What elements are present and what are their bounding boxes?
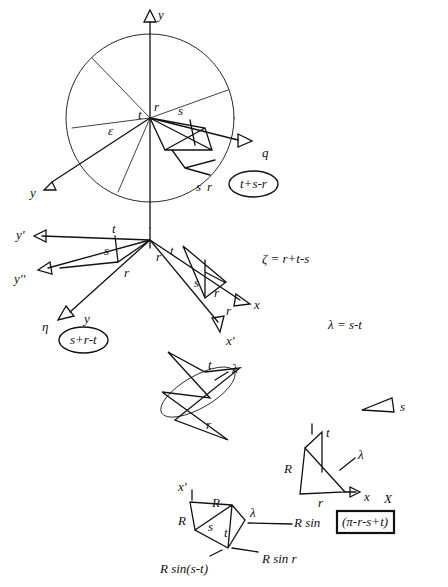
arrowhead — [144, 10, 156, 22]
axis — [150, 240, 218, 322]
scribble-triangle — [162, 352, 240, 440]
arrowhead — [34, 230, 46, 242]
outline-shape — [59, 327, 108, 353]
sketch-label: s — [194, 276, 199, 289]
sketch-label: λ = s-t — [328, 318, 362, 331]
sketch-label: y' — [16, 228, 25, 241]
sketch-label: r — [318, 496, 323, 509]
sketch-label: y — [158, 8, 164, 21]
arrow — [172, 150, 215, 175]
sketch-label: s — [104, 244, 109, 257]
sketch-label: r — [156, 250, 161, 263]
sketch-label: λ — [232, 362, 238, 375]
node-text: s+r-t — [70, 332, 97, 348]
sketch-label: λ — [358, 448, 364, 461]
arrowhead — [238, 134, 252, 147]
sketch-label: R — [284, 462, 292, 475]
axis — [150, 240, 240, 300]
arrow — [311, 424, 312, 434]
node-text: (π-r-s+t) — [342, 514, 389, 530]
sketch-label: t — [112, 222, 116, 235]
ray — [118, 118, 150, 192]
sketch-label: t — [224, 526, 228, 539]
sketch-label: s — [196, 180, 201, 193]
arrowhead — [212, 316, 224, 332]
node-text: t+s-r — [240, 176, 267, 192]
small-triangle — [362, 398, 394, 412]
sketch-label: s — [208, 520, 213, 533]
triangle — [60, 236, 150, 268]
arrowhead — [38, 262, 52, 274]
loop — [154, 357, 243, 427]
sketch-label: t — [138, 108, 142, 121]
ray — [150, 90, 228, 118]
sketch-label: s — [178, 104, 183, 117]
axis — [191, 490, 192, 500]
sketch-label: r — [206, 418, 211, 431]
sketch-label: x' — [178, 480, 187, 493]
triangle — [300, 432, 355, 494]
sketch-label: t — [208, 358, 212, 371]
sketch-label: r — [214, 286, 219, 299]
arrowhead — [350, 487, 360, 497]
sketch-label: R — [178, 514, 186, 527]
sketch-label: x — [364, 490, 370, 503]
outline-shape — [229, 171, 278, 197]
boxed-result: (π-r-s+t) — [336, 510, 395, 534]
sketch-label: y — [84, 312, 90, 325]
arrowhead — [44, 182, 56, 190]
circled-expression: s+r-t — [58, 326, 109, 354]
arrowhead — [58, 306, 74, 320]
sketch-label: t — [326, 426, 330, 439]
triangle — [183, 246, 226, 298]
sketch-label: y'' — [14, 272, 25, 285]
axis — [70, 240, 150, 312]
arrowhead — [234, 294, 250, 306]
sketch-label: ζ = r+t-s — [262, 252, 309, 265]
sketch-label: r — [226, 304, 231, 317]
axis — [149, 228, 150, 248]
circled-expression: t+s-r — [228, 170, 279, 198]
sketch-label: X — [384, 492, 392, 505]
sketch-label: q — [262, 146, 269, 159]
sketch-label: R sin(s-t) — [160, 562, 208, 575]
sketch-label: s — [400, 400, 405, 413]
circle — [66, 34, 234, 202]
sketch-label: ε — [108, 124, 113, 137]
sketch-label: η — [42, 320, 48, 333]
sketch-label: R — [212, 496, 220, 509]
axis — [52, 118, 150, 182]
outline-shape — [337, 511, 394, 533]
sketch-label: x' — [226, 334, 235, 347]
axis — [149, 22, 150, 228]
sketch-label: r — [154, 100, 159, 113]
sketch-label: r — [124, 266, 129, 279]
axis — [42, 236, 150, 240]
sketch-label: x — [254, 298, 260, 311]
leader — [215, 372, 228, 380]
sketch-label: r — [207, 180, 212, 193]
sketch-label: y — [30, 186, 36, 199]
sketch-label: t — [170, 244, 174, 257]
cone — [150, 118, 212, 150]
sketch-label: R sin r — [262, 552, 297, 565]
sketch-label: λ — [250, 506, 256, 519]
sketch-label: R sin — [294, 516, 320, 529]
